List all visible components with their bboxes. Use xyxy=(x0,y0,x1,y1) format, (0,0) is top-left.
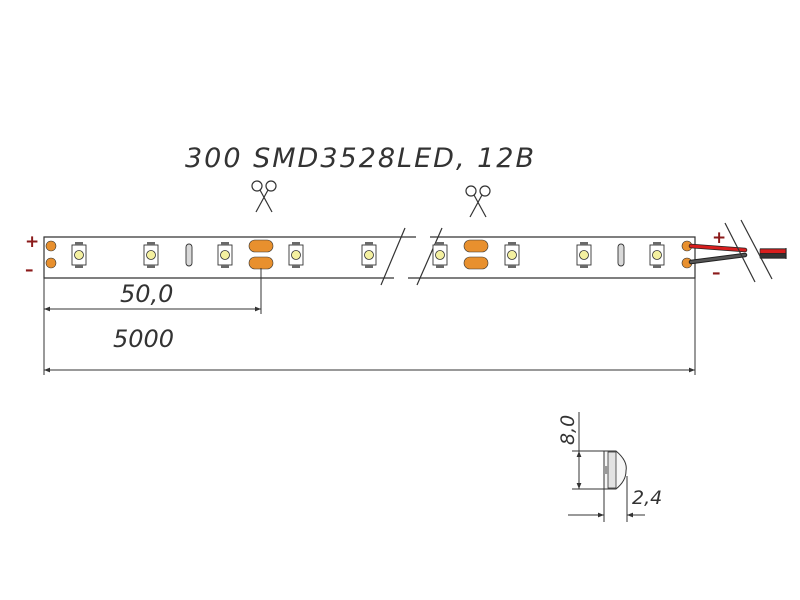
thickness-label: 2,4 xyxy=(632,487,662,509)
led xyxy=(143,242,159,268)
segment-length-label: 50,0 xyxy=(120,280,173,308)
cut-pad xyxy=(248,256,274,270)
minus-sign-left: – xyxy=(25,260,34,280)
solder-pad xyxy=(45,257,57,269)
height-label: 8,0 xyxy=(557,415,579,445)
cross-section xyxy=(603,450,627,490)
resistor xyxy=(617,243,625,267)
led xyxy=(649,242,665,268)
scissors-icon xyxy=(465,185,491,218)
solder-pad xyxy=(45,240,57,252)
minus-sign-right: – xyxy=(712,263,721,283)
cut-pad xyxy=(248,239,274,253)
break-line xyxy=(380,227,406,286)
cut-pad xyxy=(463,239,489,253)
scissors-icon xyxy=(251,180,277,213)
led xyxy=(361,242,377,268)
strip-title: 300 SMD3528LED, 12B xyxy=(185,143,536,174)
power-wires xyxy=(688,243,787,265)
led xyxy=(576,242,592,268)
led xyxy=(504,242,520,268)
plus-sign-left: + xyxy=(25,232,39,252)
led xyxy=(217,242,233,268)
break-line xyxy=(416,227,443,286)
led xyxy=(71,242,87,268)
cut-pad xyxy=(463,256,489,270)
break-line xyxy=(724,222,756,283)
strip-body-left xyxy=(43,236,416,279)
resistor xyxy=(185,243,193,267)
total-length-label: 5000 xyxy=(113,325,174,353)
led xyxy=(432,242,448,268)
break-line xyxy=(740,219,773,280)
plus-sign-right: + xyxy=(712,228,726,248)
led xyxy=(288,242,304,268)
strip-body-right xyxy=(408,236,696,279)
